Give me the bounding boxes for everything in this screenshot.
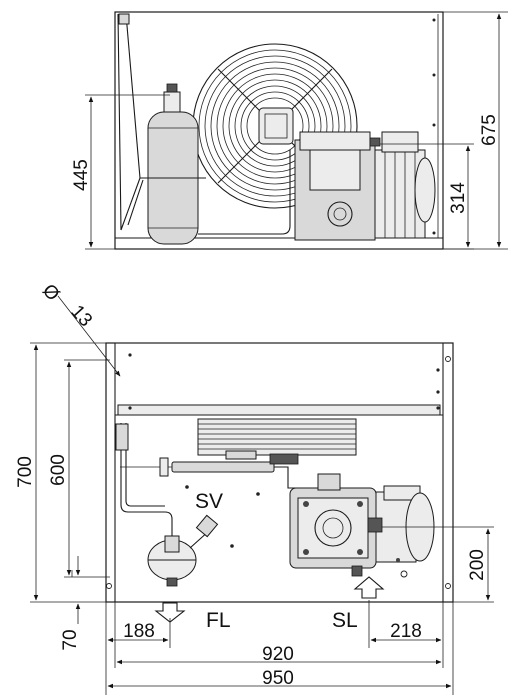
piping-top <box>115 423 300 548</box>
front-view-dimensions: 675 445 314 <box>71 11 508 250</box>
fl-arrow <box>154 602 186 623</box>
dim-675: 675 <box>479 114 500 146</box>
dim-70: 70 <box>60 629 81 650</box>
dim-920: 920 <box>262 644 294 665</box>
top-view: SV FL SL <box>105 342 454 632</box>
dim-314: 314 <box>448 182 469 214</box>
dim-950: 950 <box>262 668 294 689</box>
condenser-fan <box>192 43 358 209</box>
sight-glass-assembly <box>147 514 219 587</box>
label-sl: SL <box>332 609 358 632</box>
dim-218: 218 <box>390 621 422 642</box>
label-fl: FL <box>206 609 231 632</box>
sl-arrow <box>353 576 385 599</box>
fan-motor <box>258 107 294 145</box>
compressor-front <box>294 131 436 241</box>
dim-445: 445 <box>71 159 92 191</box>
front-view <box>114 11 444 250</box>
dim-188: 188 <box>123 621 155 642</box>
dim-hole-13: 13 <box>66 301 96 331</box>
dim-600: 600 <box>48 454 69 486</box>
dim-200: 200 <box>467 549 488 581</box>
support-strut <box>117 13 144 231</box>
liquid-receiver <box>140 83 206 245</box>
label-sv: SV <box>195 490 223 513</box>
diameter-symbol: Ø <box>38 280 64 305</box>
dim-700: 700 <box>15 456 36 488</box>
compressor-top <box>289 473 435 578</box>
condenser-fins <box>197 418 357 460</box>
